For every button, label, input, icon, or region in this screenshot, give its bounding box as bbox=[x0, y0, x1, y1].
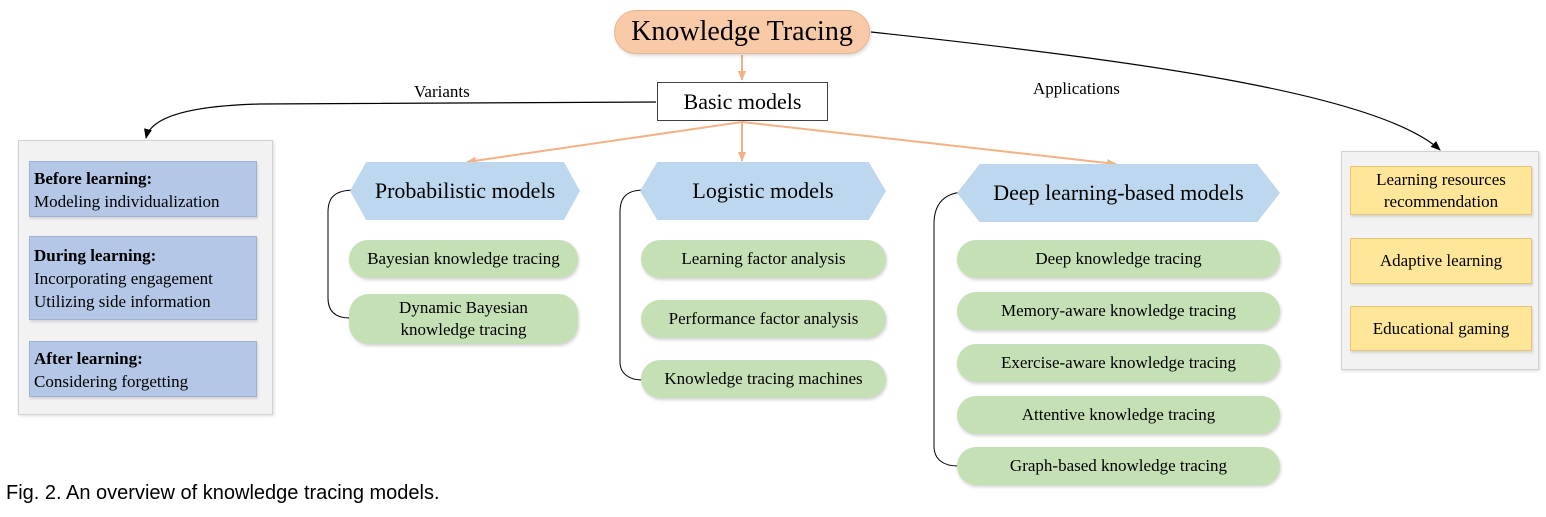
group-title: Deep learning-based models bbox=[993, 180, 1244, 205]
model-item-label: Attentive knowledge tracing bbox=[1021, 405, 1216, 424]
root-label: Knowledge Tracing bbox=[631, 16, 853, 47]
bracket-logistic bbox=[619, 189, 645, 381]
arrow-variants bbox=[144, 101, 657, 139]
variant-title: During learning: bbox=[34, 246, 157, 265]
group-header-deep-learning: Deep learning-based models bbox=[957, 164, 1280, 222]
model-item: Memory-aware knowledge tracing bbox=[957, 292, 1280, 330]
group-title: Probabilistic models bbox=[374, 178, 556, 203]
model-item: Dynamic Bayesian knowledge tracing bbox=[349, 294, 578, 344]
applications-edge-label: Applications bbox=[1033, 79, 1120, 98]
arrow-applications bbox=[870, 31, 1441, 151]
model-item: Attentive knowledge tracing bbox=[957, 396, 1280, 434]
model-item-label: Exercise-aware knowledge tracing bbox=[1000, 353, 1237, 372]
model-item: Exercise-aware knowledge tracing bbox=[957, 344, 1280, 382]
model-item-label: Deep knowledge tracing bbox=[1035, 249, 1202, 268]
variant-after-learning: After learning: Considering forgetting bbox=[29, 341, 257, 397]
model-item: Learning factor analysis bbox=[641, 240, 886, 278]
model-item-label: Knowledge tracing machines bbox=[664, 369, 863, 388]
group-title: Logistic models bbox=[692, 178, 834, 203]
group-header-logistic: Logistic models bbox=[640, 162, 886, 220]
variant-during-learning: During learning: Incorporating engagemen… bbox=[29, 236, 257, 320]
model-item-label: Learning factor analysis bbox=[681, 249, 846, 268]
model-item-label: Bayesian knowledge tracing bbox=[367, 249, 560, 268]
model-item: Bayesian knowledge tracing bbox=[349, 240, 578, 278]
variant-title: Before learning: bbox=[34, 169, 153, 188]
root-node: Knowledge Tracing bbox=[614, 10, 870, 54]
variant-line: Incorporating engagement bbox=[34, 269, 213, 288]
basic-models-node: Basic models bbox=[657, 82, 828, 121]
application-item: Educational gaming bbox=[1350, 306, 1532, 351]
application-item: Learning resources recommendation bbox=[1350, 166, 1532, 215]
model-item: Performance factor analysis bbox=[641, 300, 886, 338]
arrow-basic-to-probabilistic bbox=[466, 121, 743, 165]
basic-models-label: Basic models bbox=[683, 88, 802, 114]
application-label: Learning resources recommendation bbox=[1376, 169, 1506, 211]
group-header-probabilistic: Probabilistic models bbox=[350, 162, 580, 220]
model-item: Graph-based knowledge tracing bbox=[957, 447, 1280, 485]
application-label: Educational gaming bbox=[1372, 318, 1510, 338]
variant-line: Utilizing side information bbox=[34, 292, 211, 311]
variant-line: Modeling individualization bbox=[34, 192, 220, 211]
model-item-label: Memory-aware knowledge tracing bbox=[1000, 301, 1237, 320]
bracket-deep bbox=[933, 191, 963, 467]
application-item: Adaptive learning bbox=[1350, 238, 1532, 284]
variant-before-learning: Before learning: Modeling individualizat… bbox=[29, 161, 257, 217]
variant-line: Considering forgetting bbox=[34, 372, 189, 391]
model-item-label: Performance factor analysis bbox=[668, 309, 859, 328]
model-item-label: Dynamic Bayesian knowledge tracing bbox=[399, 298, 528, 339]
model-item: Knowledge tracing machines bbox=[641, 360, 886, 398]
model-item-label: Graph-based knowledge tracing bbox=[1009, 456, 1228, 475]
figure-caption: Fig. 2. An overview of knowledge tracing… bbox=[6, 482, 440, 504]
variants-edge-label: Variants bbox=[414, 82, 470, 101]
application-label: Adaptive learning bbox=[1379, 251, 1503, 270]
variant-title: After learning: bbox=[34, 349, 143, 368]
model-item: Deep knowledge tracing bbox=[957, 240, 1280, 278]
arrow-basic-to-deep bbox=[741, 121, 1117, 167]
